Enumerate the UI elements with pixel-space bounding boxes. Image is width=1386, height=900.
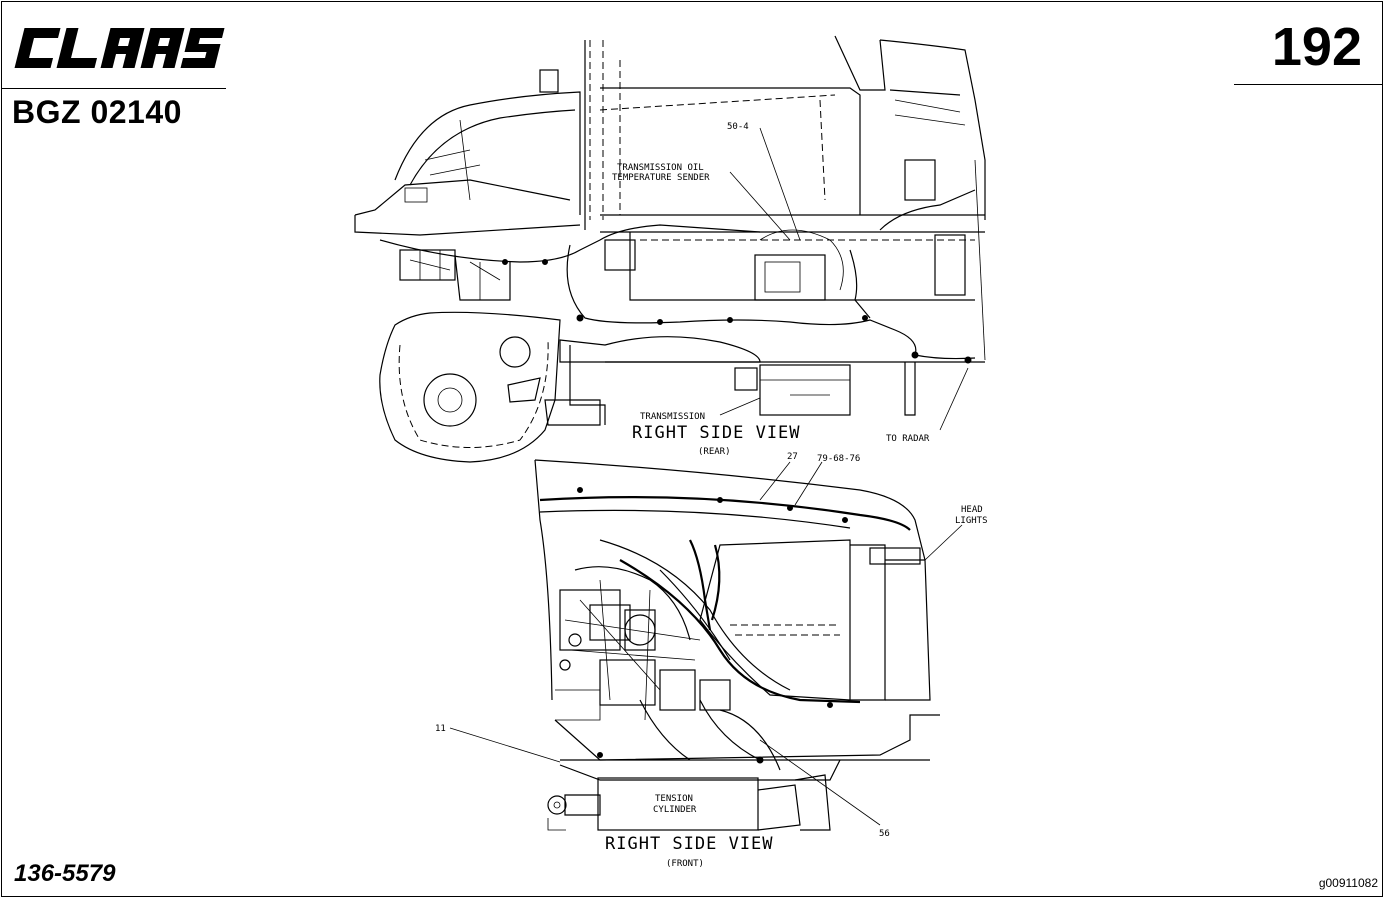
- callout-56: 56: [879, 829, 890, 839]
- page-number-underline: [1234, 84, 1382, 85]
- callout-head-2: LIGHTS: [955, 516, 988, 526]
- front-view-subtitle: (FRONT): [666, 859, 704, 869]
- logo-underline: [2, 88, 226, 89]
- front-view-drawing: [449, 459, 963, 831]
- claas-logo: [14, 28, 225, 68]
- rear-view-subtitle: (REAR): [698, 447, 731, 457]
- callout-transmission: TRANSMISSION: [640, 412, 705, 422]
- callout-trans-oil-1: TRANSMISSION OIL: [617, 163, 704, 173]
- callout-27: 27: [787, 452, 798, 462]
- callout-50-4: 50-4: [727, 122, 749, 132]
- rear-view-drawing: [354, 35, 986, 463]
- callout-to-radar: TO RADAR: [886, 434, 930, 444]
- document-code: BGZ 02140: [12, 94, 182, 130]
- part-number: 136-5579: [14, 860, 116, 887]
- callout-tension-1: TENSION: [655, 794, 693, 804]
- callout-11: 11: [435, 724, 446, 734]
- callout-tension-2: CYLINDER: [653, 805, 697, 815]
- rear-view-title: RIGHT SIDE VIEW: [632, 423, 801, 443]
- callout-head-1: HEAD: [961, 505, 983, 515]
- image-id: g00911082: [1318, 876, 1378, 890]
- page-number: 192: [1271, 17, 1362, 77]
- callout-79-68-76: 79-68-76: [817, 454, 860, 464]
- callout-trans-oil-2: TEMPERATURE SENDER: [612, 173, 710, 183]
- front-view-title: RIGHT SIDE VIEW: [605, 834, 774, 854]
